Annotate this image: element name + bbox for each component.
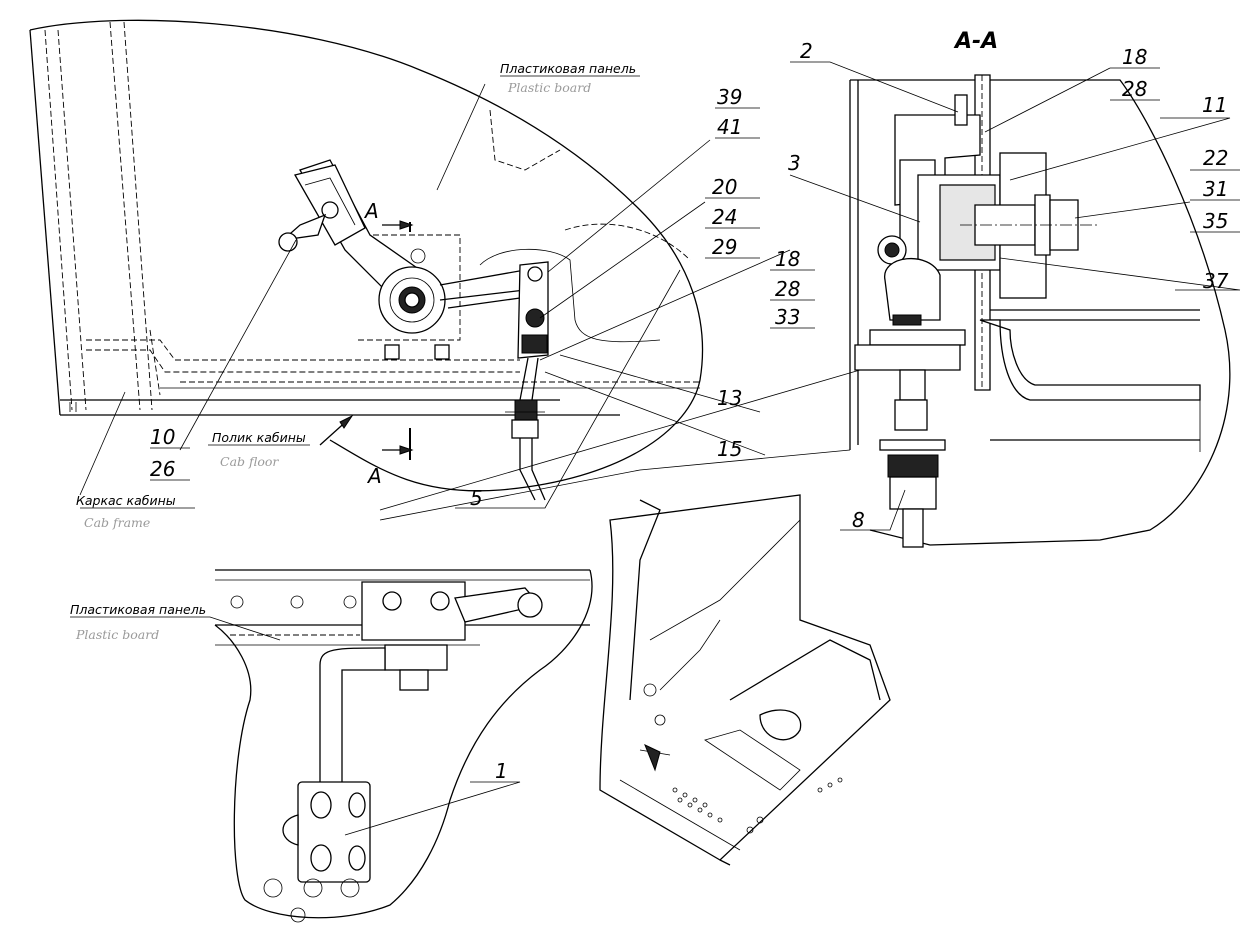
callout-8: 8 [852, 508, 865, 532]
callout-18b: 18 [1122, 45, 1147, 69]
isometric-view [599, 494, 891, 866]
cab-frame-ru: Каркас кабины [76, 493, 176, 508]
callout-28a: 28 [775, 277, 800, 301]
callout-20: 20 [712, 175, 737, 199]
callout-3: 3 [788, 151, 801, 175]
section-a-a [379, 74, 1231, 548]
plastic-board-bottom-en: Plastic board [75, 627, 159, 642]
callout-18a: 18 [775, 247, 800, 271]
section-mark-bottom: A [366, 464, 382, 488]
callout-28b: 28 [1122, 77, 1147, 101]
callout-1: 1 [495, 759, 508, 783]
plastic-board-top-en: Plastic board [507, 80, 591, 95]
plastic-board-top-ru: Пластиковая панель [500, 61, 636, 76]
callout-24: 24 [712, 205, 737, 229]
callout-22: 22 [1203, 146, 1228, 170]
callout-31: 31 [1203, 177, 1228, 201]
callout-5: 5 [470, 486, 483, 510]
callout-39: 39 [717, 85, 742, 109]
callout-29: 29 [712, 235, 737, 259]
callout-13: 13 [717, 386, 742, 410]
plastic-board-bottom-ru: Пластиковая панель [70, 602, 206, 617]
cab-frame-en: Cab frame [84, 515, 150, 530]
lower-pedal-view [214, 569, 593, 923]
cab-frame-view [29, 19, 704, 492]
pedal-assembly [278, 159, 549, 501]
callout-33: 33 [775, 305, 800, 329]
cab-floor-en: Cab floor [220, 454, 279, 469]
callout-2: 2 [800, 39, 813, 63]
callout-15: 15 [717, 437, 742, 461]
leader-lines [70, 61, 1241, 836]
callout-41: 41 [717, 115, 742, 139]
callout-10: 10 [150, 425, 175, 449]
callout-35: 35 [1203, 209, 1228, 233]
callout-11: 11 [1202, 93, 1227, 117]
cab-floor-ru: Полик кабины [212, 430, 306, 445]
callout-37: 37 [1203, 269, 1229, 293]
section-mark-top: A [363, 199, 379, 223]
section-title: А-А [953, 29, 998, 54]
callout-26: 26 [150, 457, 175, 481]
